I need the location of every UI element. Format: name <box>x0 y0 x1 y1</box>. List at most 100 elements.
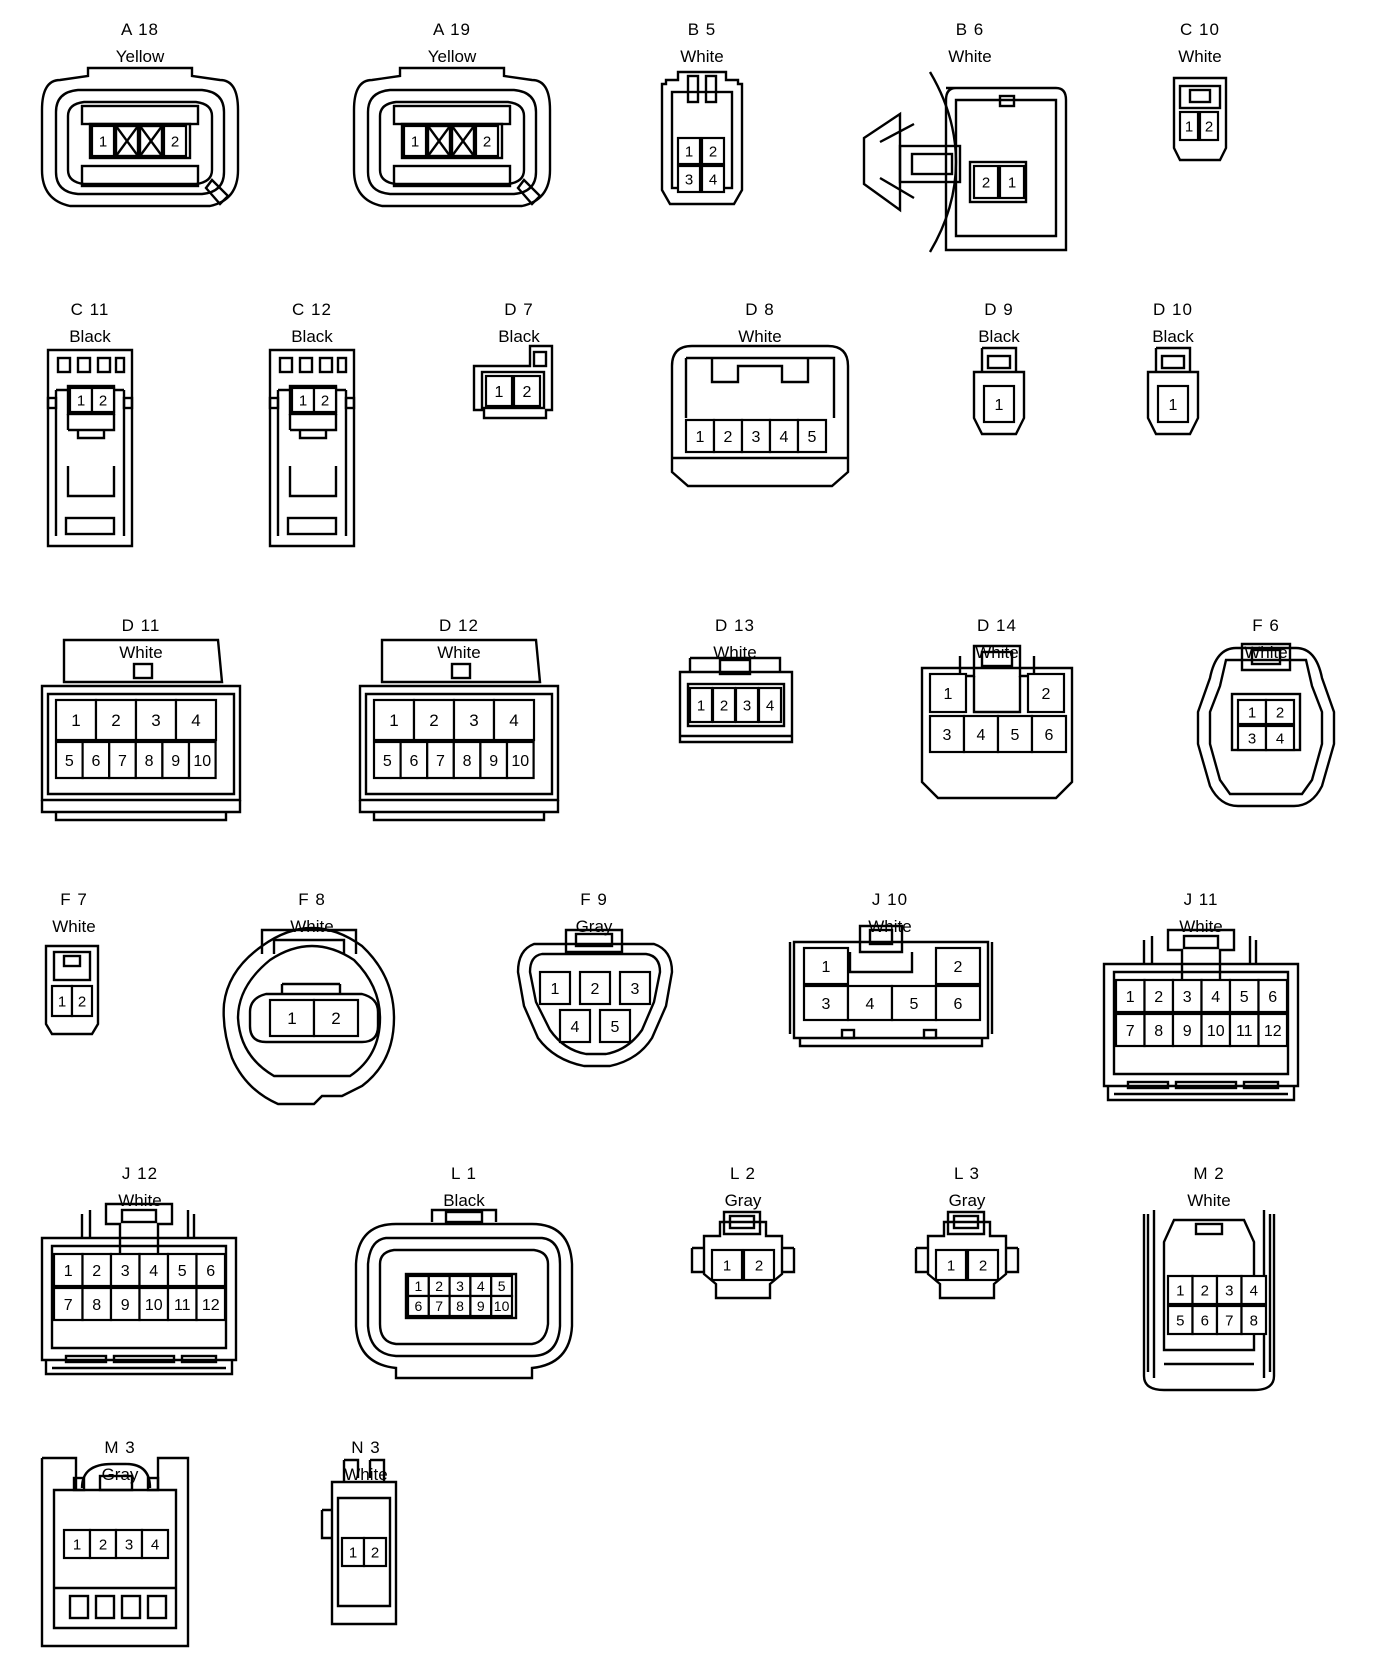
pin-cell: 1 <box>268 998 316 1038</box>
pin-cavity <box>492 698 536 742</box>
housing-outline <box>702 1220 784 1300</box>
pin-number: 4 <box>571 1019 580 1036</box>
latch <box>986 354 1012 370</box>
pin-cell: 7 <box>1215 1304 1243 1336</box>
pin-cavity <box>1228 1012 1260 1048</box>
housing-outline <box>222 926 396 1106</box>
pin-number: 9 <box>477 1298 485 1314</box>
pin-cavity <box>796 418 828 454</box>
pin-cell: 2 <box>1026 672 1066 714</box>
pin-cavity <box>195 1286 227 1322</box>
connector-face: 1 <box>1146 346 1200 436</box>
pin-cell: 5 <box>166 1252 198 1288</box>
pin-number: 2 <box>523 384 532 401</box>
pin-cavity <box>362 1536 388 1568</box>
pin-number: 5 <box>65 753 74 770</box>
lock-bar <box>80 164 200 188</box>
latch-frame <box>688 656 782 672</box>
latch-frame <box>946 1210 986 1236</box>
pin-cell: 1 <box>402 124 428 158</box>
pin-cavity <box>982 384 1016 424</box>
pin-cell: 3 <box>802 984 850 1022</box>
pin-cell: 5 <box>1166 1304 1194 1336</box>
pin-cavity <box>174 698 218 742</box>
pin-cell: 1 <box>684 418 716 454</box>
pin-cell: 1 <box>928 672 968 714</box>
cavity-row <box>480 370 546 410</box>
pin-cavity <box>966 1248 1000 1282</box>
housing-outline <box>50 1244 228 1350</box>
connector-code: D 13 <box>715 616 755 635</box>
pin-cavity <box>1257 978 1289 1014</box>
pin-cavity <box>710 1248 744 1282</box>
clip-wing <box>879 122 915 200</box>
pin-cell: 2 <box>700 136 726 166</box>
pin-cavity <box>598 1008 632 1044</box>
pin-cavity <box>1264 724 1296 752</box>
pin-cell: 3 <box>740 418 772 454</box>
connector-code: B 6 <box>955 20 985 39</box>
connector-code: D 7 <box>504 300 534 319</box>
connector-color: Black <box>1152 327 1194 346</box>
latch <box>336 356 348 374</box>
pin-number: 2 <box>591 981 600 998</box>
pin-cavity <box>90 124 116 158</box>
pin-number: 5 <box>1176 1312 1184 1329</box>
pin-cell: 1 <box>62 1528 92 1560</box>
pin-number: 1 <box>1176 1282 1184 1299</box>
connector-color: White <box>1179 917 1223 936</box>
latch <box>298 356 314 374</box>
pin-cell: 8 <box>1240 1304 1268 1336</box>
pin-cavity <box>474 124 500 158</box>
connector-code: C 10 <box>1180 20 1220 39</box>
pin-number: 8 <box>456 1298 464 1314</box>
pin-number: 1 <box>415 1278 423 1294</box>
rib <box>64 1354 108 1364</box>
pin-cavity <box>1166 1274 1194 1306</box>
connector-code: D 14 <box>977 616 1017 635</box>
pin-cell: 3 <box>618 970 652 1006</box>
side-post <box>80 1210 196 1238</box>
pin-cavity <box>372 740 402 780</box>
pin-number: 5 <box>910 996 919 1013</box>
pin-cell: 6 <box>195 1252 227 1288</box>
pin-cell: 1 <box>68 386 94 414</box>
pin-number: 1 <box>1185 118 1193 135</box>
latch <box>686 74 700 104</box>
pin-number: 1 <box>1248 704 1256 721</box>
pin-number: 2 <box>1154 989 1163 1006</box>
connector-color: Black <box>69 327 111 346</box>
pin-cavity <box>490 1294 514 1318</box>
pin-cell: 2 <box>512 374 542 408</box>
housing-outline <box>40 1456 190 1648</box>
pin-cell: 3 <box>1236 724 1268 752</box>
pin-number: 1 <box>64 1263 73 1280</box>
housing-outline <box>364 692 554 796</box>
pin-cell: 12 <box>195 1286 227 1322</box>
pin-number: 2 <box>755 1257 763 1274</box>
base <box>40 800 242 822</box>
connector-code: M 3 <box>104 1438 136 1457</box>
pin-number: 11 <box>174 1297 191 1314</box>
pin-cell: 2 <box>90 386 116 414</box>
pin-cell: 11 <box>1228 1012 1260 1048</box>
pin-number: 3 <box>151 711 160 730</box>
pin-number: 1 <box>495 384 504 401</box>
pin-cavity <box>934 984 982 1022</box>
pin-number: 2 <box>720 697 728 714</box>
